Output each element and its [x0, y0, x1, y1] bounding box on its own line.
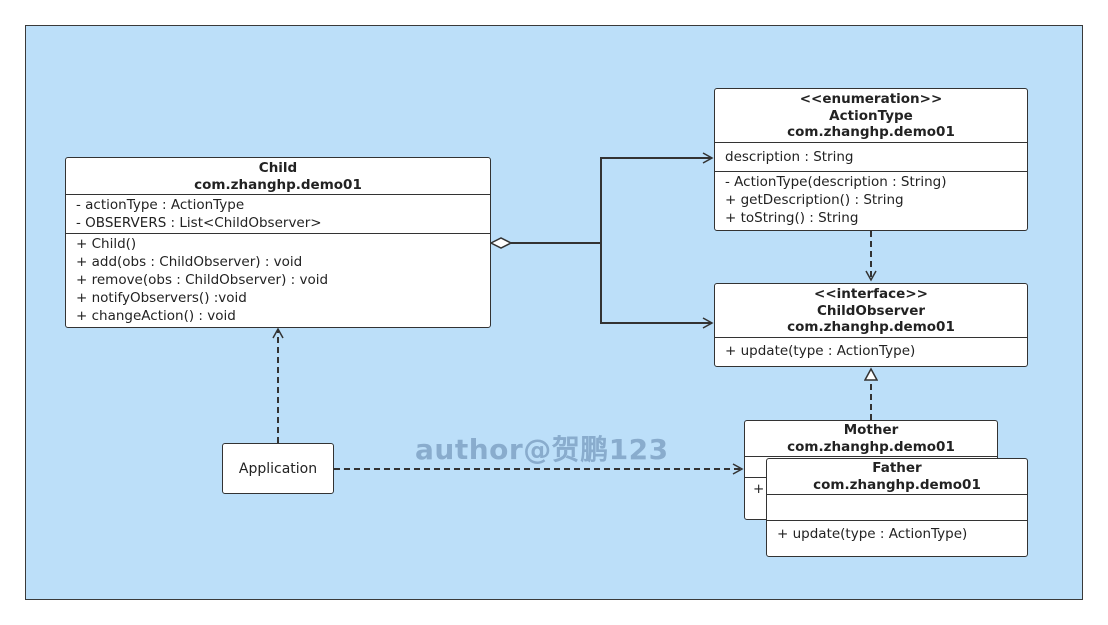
childobserver-stereotype: <<interface>> [814, 286, 928, 302]
child-operation: + notifyObservers() :void [76, 290, 247, 306]
actiontype-operation: + toString() : String [725, 209, 859, 226]
father-operations: + update(type : ActionType) [767, 520, 1027, 544]
actiontype-operation: + getDescription() : String [725, 191, 904, 208]
child-attributes: - actionType : ActionType - OBSERVERS : … [66, 194, 490, 233]
mother-class-package: com.zhanghp.demo01 [787, 438, 955, 455]
childobserver-header: <<interface>> ChildObserver com.zhanghp.… [715, 284, 1027, 337]
actiontype-class[interactable]: <<enumeration>> ActionType com.zhanghp.d… [714, 88, 1028, 231]
actiontype-stereotype: <<enumeration>> [799, 91, 943, 107]
association-to-childobserver [600, 243, 714, 329]
father-class-name: Father [872, 460, 922, 476]
child-operation: + remove(obs : ChildObserver) : void [76, 272, 329, 288]
child-operation: + Child() [76, 236, 137, 252]
childobserver-name: ChildObserver [816, 302, 926, 319]
father-operation: + update(type : ActionType) [777, 526, 968, 542]
father-class[interactable]: Father com.zhanghp.demo01 + update(type … [766, 458, 1028, 557]
actiontype-attribute: description : String [725, 148, 854, 165]
mother-class-header: Mother com.zhanghp.demo01 [745, 421, 997, 456]
father-class-package: com.zhanghp.demo01 [813, 476, 981, 493]
mother-operation: + [753, 481, 765, 497]
actiontype-class-header: <<enumeration>> ActionType com.zhanghp.d… [715, 89, 1027, 142]
actiontype-attributes: description : String [715, 141, 1027, 171]
child-class-package: com.zhanghp.demo01 [194, 176, 362, 193]
mother-attributes [745, 456, 997, 477]
actiontype-class-package: com.zhanghp.demo01 [787, 124, 955, 140]
application-box[interactable]: Application [222, 443, 334, 494]
child-operations: + Child() + add(obs : ChildObserver) : v… [66, 233, 490, 326]
child-class-header: Child com.zhanghp.demo01 [66, 158, 490, 194]
watermark-text: author@贺鹏123 [415, 433, 669, 466]
father-class-header: Father com.zhanghp.demo01 [767, 459, 1027, 494]
association-to-actiontype [511, 152, 714, 244]
child-operation: + changeAction() : void [76, 308, 236, 324]
application-label: Application [238, 460, 318, 477]
actiontype-operation: - ActionType(description : String) [725, 173, 947, 190]
aggregation-diamond [489, 237, 513, 249]
child-class[interactable]: Child com.zhanghp.demo01 - actionType : … [65, 157, 491, 328]
father-attributes [767, 494, 1027, 520]
childobserver-interface[interactable]: <<interface>> ChildObserver com.zhanghp.… [714, 283, 1028, 367]
actiontype-operations: - ActionType(description : String) + get… [715, 170, 1027, 228]
child-attribute: - OBSERVERS : List<ChildObserver> [76, 215, 322, 231]
childobserver-operation: + update(type : ActionType) [725, 342, 916, 359]
childobserver-operations: + update(type : ActionType) [715, 336, 1027, 361]
mother-class-name: Mother [843, 422, 899, 438]
child-operation: + add(obs : ChildObserver) : void [76, 254, 303, 270]
childobserver-package: com.zhanghp.demo01 [787, 319, 955, 335]
child-attribute: - actionType : ActionType [76, 197, 245, 213]
child-class-name: Child [258, 160, 298, 176]
actiontype-class-name: ActionType [829, 107, 913, 124]
